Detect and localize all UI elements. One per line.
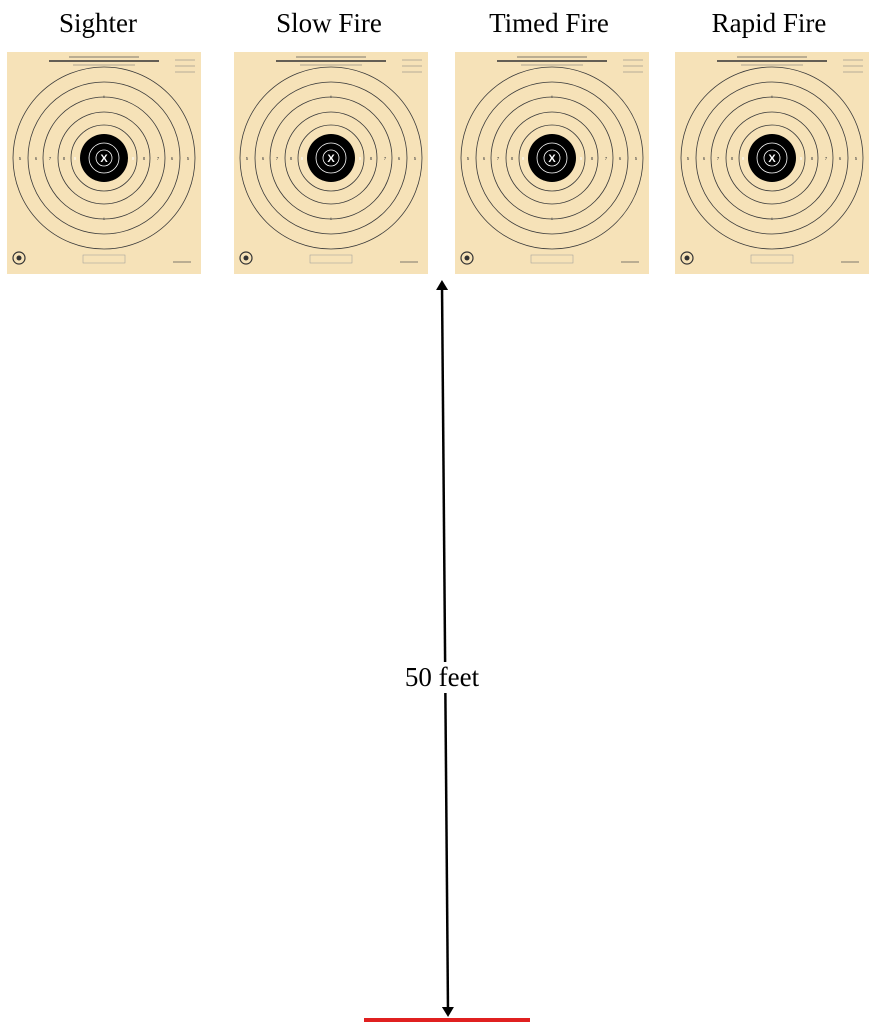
distance-arrow [442,285,448,1012]
distance-label: 50 feet [372,662,512,693]
